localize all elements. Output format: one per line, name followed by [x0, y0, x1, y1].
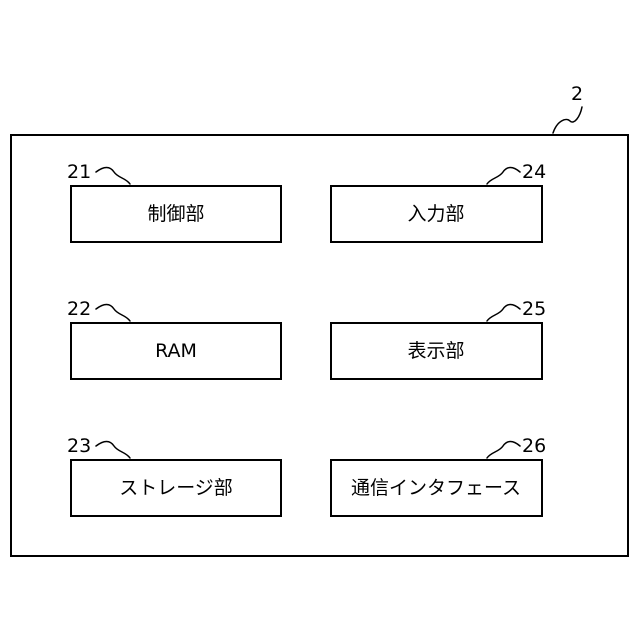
input-unit-label: 入力部 [407, 203, 464, 225]
control-unit-label: 制御部 [147, 203, 204, 225]
display-unit-ref: 25 [522, 298, 546, 320]
device-ref-leader [553, 107, 582, 133]
display-unit-label: 表示部 [407, 340, 464, 362]
storage-unit-label: ストレージ部 [119, 477, 233, 499]
comm-interface-label: 通信インタフェース [351, 477, 521, 499]
storage-unit-ref: 23 [67, 435, 91, 457]
device-ref: 2 [571, 83, 583, 105]
ram-ref: 22 [67, 298, 91, 320]
ram-label: RAM [155, 340, 197, 362]
control-unit-ref: 21 [67, 161, 91, 183]
input-unit-ref: 24 [522, 161, 546, 183]
comm-interface-ref: 26 [522, 435, 546, 457]
